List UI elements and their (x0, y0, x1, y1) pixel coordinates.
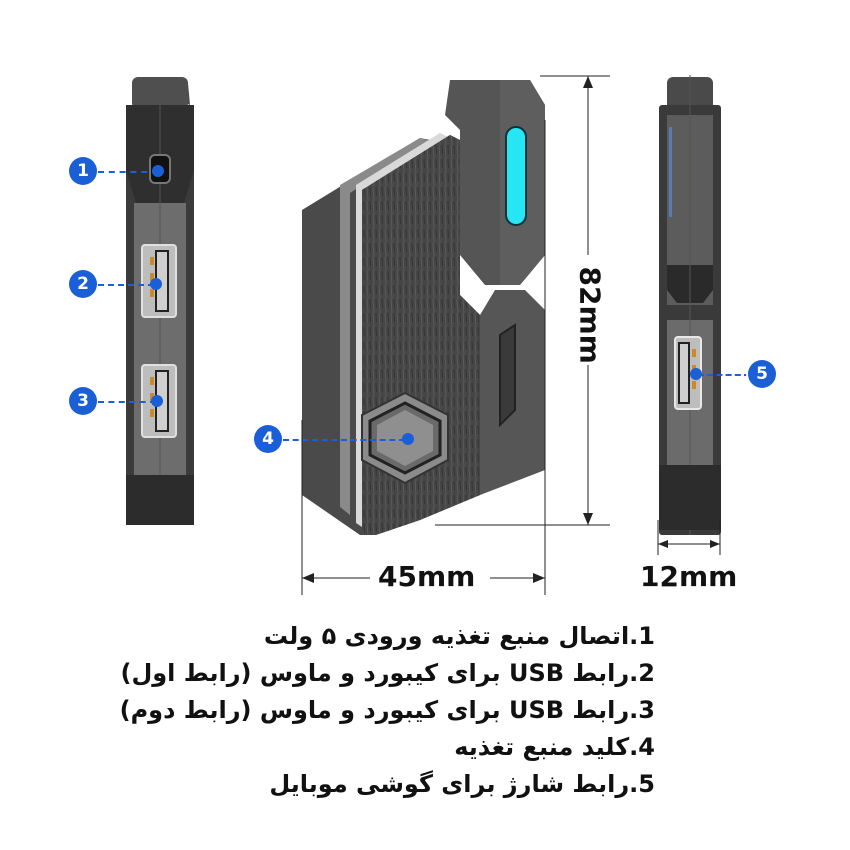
depth-dimension-lines (657, 520, 721, 555)
callout-dot-4 (402, 433, 414, 445)
callout-leader-3 (98, 401, 156, 403)
device-front-illustration (302, 80, 545, 537)
callout-number: 4 (262, 429, 274, 449)
legend-text: رابط شارژ برای گوشی موبایل (269, 770, 630, 798)
legend-text: رابط USB برای کیبورد و ماوس (رابط دوم) (119, 696, 630, 724)
legend-number: 3. (629, 696, 655, 724)
callout-badge-1: 1 (69, 157, 97, 185)
callout-badge-3: 3 (69, 387, 97, 415)
front-view (300, 75, 550, 537)
callout-badge-5: 5 (748, 360, 776, 388)
callout-number: 3 (77, 391, 89, 411)
callout-badge-4: 4 (254, 425, 282, 453)
callout-dot-1 (152, 165, 164, 177)
callout-number: 1 (77, 161, 89, 181)
legend-number: 2. (629, 659, 655, 687)
dimension-lines (301, 75, 610, 595)
callout-leader-2 (98, 284, 154, 286)
callout-leader-1 (98, 171, 158, 173)
depth-dimension-label: 12mm (640, 560, 738, 593)
legend-text: کلید منبع تغذیه (454, 733, 630, 761)
legend-item-5: 5.رابط شارژ برای گوشی موبایل (100, 766, 655, 803)
left-side-view (120, 75, 200, 530)
height-dimension-label: 82mm (573, 266, 607, 364)
width-dimension-label: 45mm (378, 560, 476, 593)
legend-number: 4. (629, 733, 655, 761)
right-side-view (655, 75, 725, 535)
callout-leader-5 (698, 374, 750, 376)
device-left-side-illustration (126, 77, 194, 525)
callout-dot-5 (690, 368, 702, 380)
legend-item-3: 3.رابط USB برای کیبورد و ماوس (رابط دوم) (100, 692, 655, 729)
legend-list: 1.اتصال منبع تغذیه ورودی ۵ ولت 2.رابط US… (100, 618, 655, 803)
callout-dot-2 (150, 278, 162, 290)
callout-leader-4 (283, 439, 405, 441)
legend-item-4: 4.کلید منبع تغذیه (100, 729, 655, 766)
legend-number: 5. (629, 770, 655, 798)
legend-number: 1. (629, 622, 655, 650)
device-right-side-illustration (659, 75, 721, 535)
legend-text: اتصال منبع تغذیه ورودی ۵ ولت (263, 622, 630, 650)
callout-badge-2: 2 (69, 270, 97, 298)
legend-text: رابط USB برای کیبورد و ماوس (رابط اول) (120, 659, 630, 687)
legend-item-1: 1.اتصال منبع تغذیه ورودی ۵ ولت (100, 618, 655, 655)
callout-number: 2 (77, 274, 89, 294)
callout-number: 5 (756, 364, 768, 384)
callout-dot-3 (151, 395, 163, 407)
legend-item-2: 2.رابط USB برای کیبورد و ماوس (رابط اول) (100, 655, 655, 692)
